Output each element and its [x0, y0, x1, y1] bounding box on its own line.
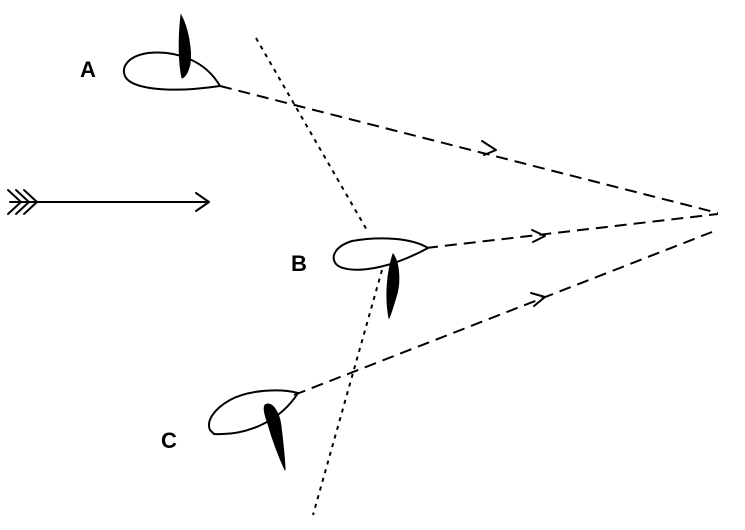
boat-c-sail-icon [263, 403, 286, 471]
course-arrow-a-icon [481, 140, 497, 156]
boat-b-label: B [291, 251, 307, 276]
boat-a-hull [123, 51, 222, 91]
course-line-a [219, 85, 719, 214]
boat-a-label: A [80, 57, 96, 82]
boat-b-hull [332, 237, 430, 271]
boat-a: A [80, 13, 222, 91]
course-arrow-c-icon [530, 292, 546, 307]
boat-b-sail-icon [386, 252, 400, 320]
course-line-b [425, 213, 719, 249]
boat-a-sail-icon [178, 13, 191, 79]
course-arrow-b-icon [531, 229, 546, 243]
course-line-c [293, 231, 713, 396]
boat-b: B [291, 237, 430, 320]
boat-c: C [161, 389, 300, 471]
boat-c-hull [208, 389, 300, 436]
layline-upper [255, 37, 369, 233]
wind-arrow-icon [7, 189, 210, 215]
boat-c-label: C [161, 428, 177, 453]
layline-lower [312, 269, 383, 516]
